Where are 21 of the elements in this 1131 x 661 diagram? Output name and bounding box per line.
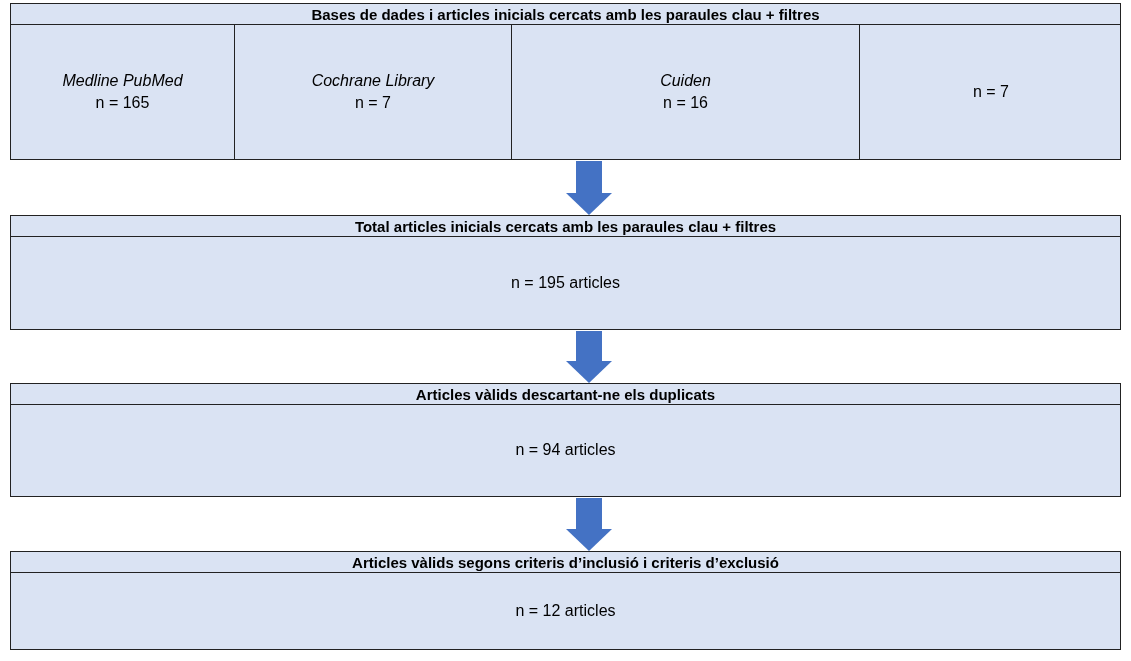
count-text: n = 12 articles <box>515 601 616 620</box>
count-text: n = 195 articles <box>511 273 620 292</box>
block-arrow <box>566 161 612 215</box>
count-text: n = 165 <box>95 92 150 113</box>
count-text: n = 16 <box>663 92 708 113</box>
box-heading: Articles vàlids descartant-ne els duplicats <box>415 385 716 403</box>
database-name: Cochrane Library <box>311 70 435 91</box>
block-arrow <box>566 498 612 551</box>
box-heading: Articles vàlids segons criteris d’inclusió i criteris d’exclusió <box>352 553 779 571</box>
process-box <box>10 551 1121 650</box>
block-arrow <box>566 331 612 383</box>
process-box <box>10 215 1121 330</box>
count-text: n = 7 <box>355 92 391 113</box>
process-box <box>10 383 1121 497</box>
database-name: Medline PubMed <box>62 70 183 91</box>
count-text: n = 7 <box>973 81 1009 102</box>
box-heading: Bases de dades i articles inicials cercats amb les paraules clau + filtres <box>311 5 820 23</box>
box-heading: Total articles inicials cercats amb les paraules clau + filtres <box>354 217 777 235</box>
count-text: n = 94 articles <box>515 441 616 459</box>
database-name: Cuiden <box>660 70 711 91</box>
process-box <box>10 3 1121 160</box>
